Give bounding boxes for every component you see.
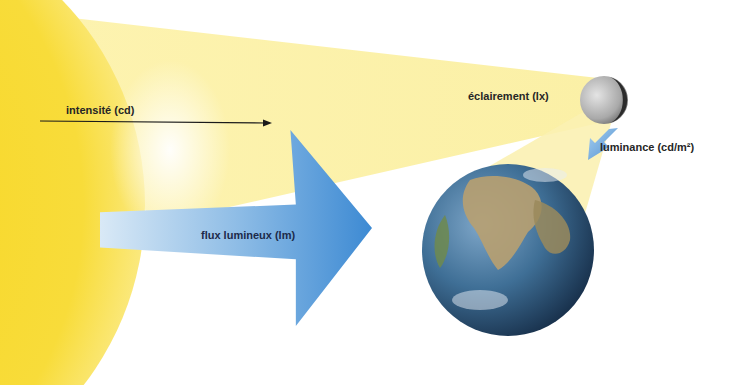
moon xyxy=(580,76,628,124)
arrow-shape xyxy=(100,130,372,326)
quantity-label: luminance (cd/m²) xyxy=(600,141,694,154)
earth-land xyxy=(533,200,570,254)
arrow-head xyxy=(263,120,272,127)
earth-land xyxy=(435,215,450,268)
flux-arrow: flux lumineux (lm) xyxy=(100,130,372,326)
moon-shadow xyxy=(610,77,627,123)
earth-land xyxy=(463,176,542,270)
earth-clouds xyxy=(523,168,567,182)
earth-clouds xyxy=(452,290,508,310)
earth xyxy=(422,164,594,336)
quantity-label: intensité (cd) xyxy=(66,104,134,117)
intensity-arrow xyxy=(40,121,266,123)
arrow-body xyxy=(100,130,372,326)
quantity-label: éclairement (lx) xyxy=(468,90,549,103)
flux-label: flux lumineux (lm) xyxy=(201,229,295,242)
